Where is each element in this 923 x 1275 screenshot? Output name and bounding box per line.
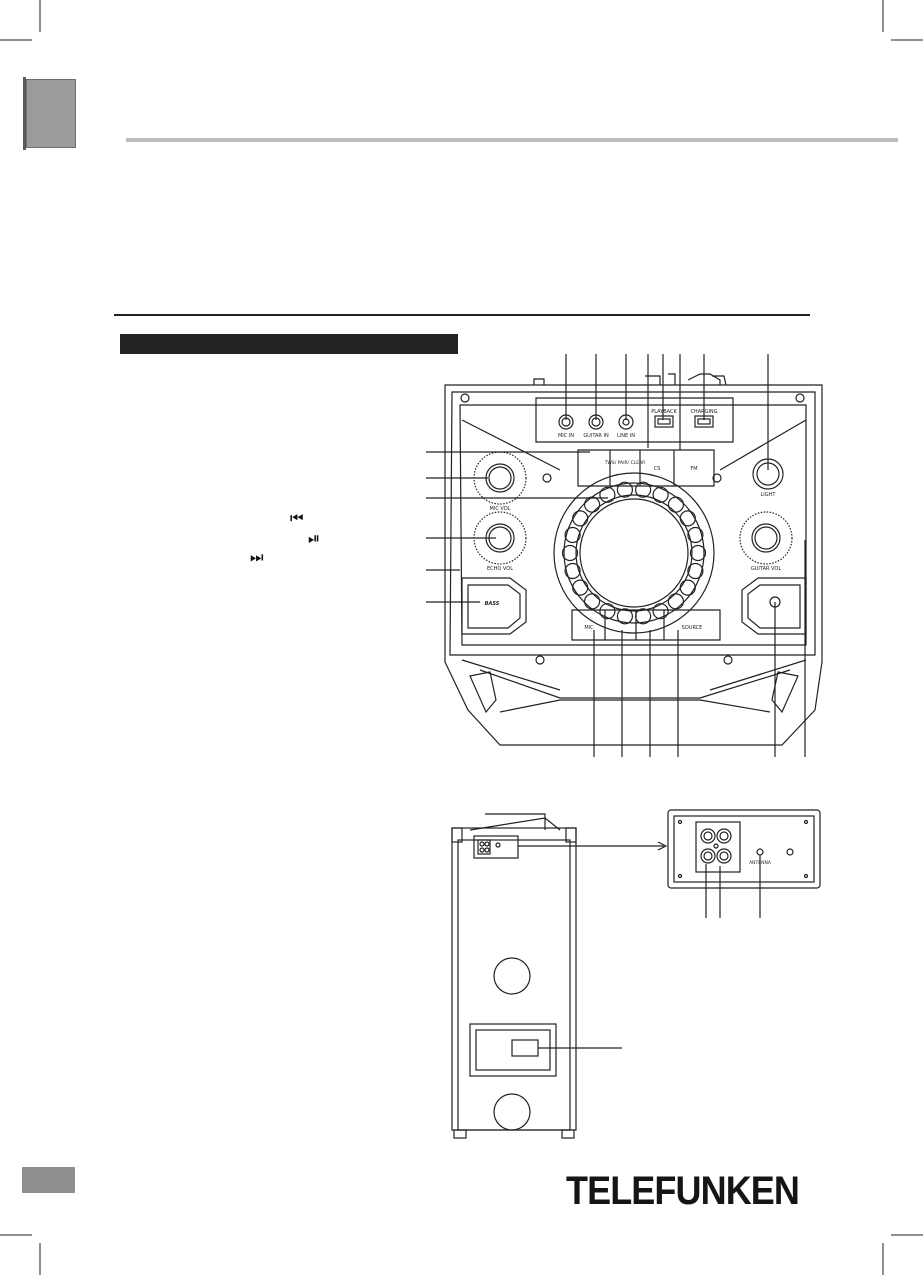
tws-pair-button-label: TWS/ PAIR/ CLEAR: [604, 460, 646, 466]
ring-light-button: [599, 486, 616, 503]
bass-label: BASS: [485, 601, 500, 607]
play-pause-icon: ⏯: [308, 529, 321, 547]
page-number-box: [22, 1167, 75, 1193]
ring-light-button: [689, 544, 707, 562]
line-in-label: LINE IN: [617, 433, 635, 439]
ring-light-button: [634, 608, 652, 625]
section-rule: [114, 314, 810, 316]
ring-light-button: [687, 562, 704, 580]
mic-vol-label: MIC VOL: [490, 506, 511, 512]
antenna-label: ANTENNA: [749, 860, 772, 866]
ring-light-button: [583, 496, 601, 513]
cs-button-label: CS: [654, 466, 661, 472]
ring-light-button: [561, 544, 579, 562]
mic-in-label: MIC IN: [558, 433, 574, 439]
ring-light-button: [564, 526, 581, 544]
chapter-tab-shadow: [23, 77, 77, 150]
ring-light-button: [679, 510, 696, 527]
chapter-tab: [26, 79, 76, 148]
guitar-in-label: GUITAR IN: [583, 433, 609, 439]
brand-logo: TELEFUNKEN: [566, 1169, 800, 1213]
light-label: LIGHT: [761, 492, 777, 498]
ring-light-button: [634, 481, 652, 498]
mic-button-label: MIC: [584, 625, 594, 631]
previous-track-icon: ⏮: [290, 509, 304, 527]
usb-playback-label: PLAYBACK: [651, 409, 677, 415]
source-button-label: SOURCE: [682, 625, 703, 631]
usb-charging-label: CHARGING: [690, 409, 717, 415]
header-rule: [126, 138, 898, 142]
ring-light-button: [572, 579, 589, 596]
ring-light-button: [667, 496, 685, 513]
ring-light-button: [667, 593, 685, 610]
ring-light-button: [616, 608, 634, 625]
ring-light-button: [572, 510, 589, 527]
ring-light-button: [652, 603, 669, 620]
ring-light-button: [679, 579, 696, 596]
ring-light-button: [616, 481, 634, 498]
ring-light-button: [583, 593, 601, 610]
echo-vol-label: ECHO VOL: [487, 566, 513, 572]
next-track-icon: ⏭: [250, 548, 264, 566]
ring-light-button: [687, 526, 704, 544]
ring-light-button: [652, 486, 669, 503]
ring-light-button: [564, 562, 581, 580]
ring-light-button: [599, 603, 616, 620]
fm-button-label: FM: [690, 466, 697, 472]
rear-panel-illustration: ANTENNA: [451, 809, 821, 1139]
guitar-vol-label: GUITAR VOL: [751, 566, 781, 572]
front-panel-illustration: MIC IN GUITAR IN LINE IN PLAYBACK CHARGI…: [426, 354, 823, 757]
section-heading-bar: [120, 334, 458, 354]
